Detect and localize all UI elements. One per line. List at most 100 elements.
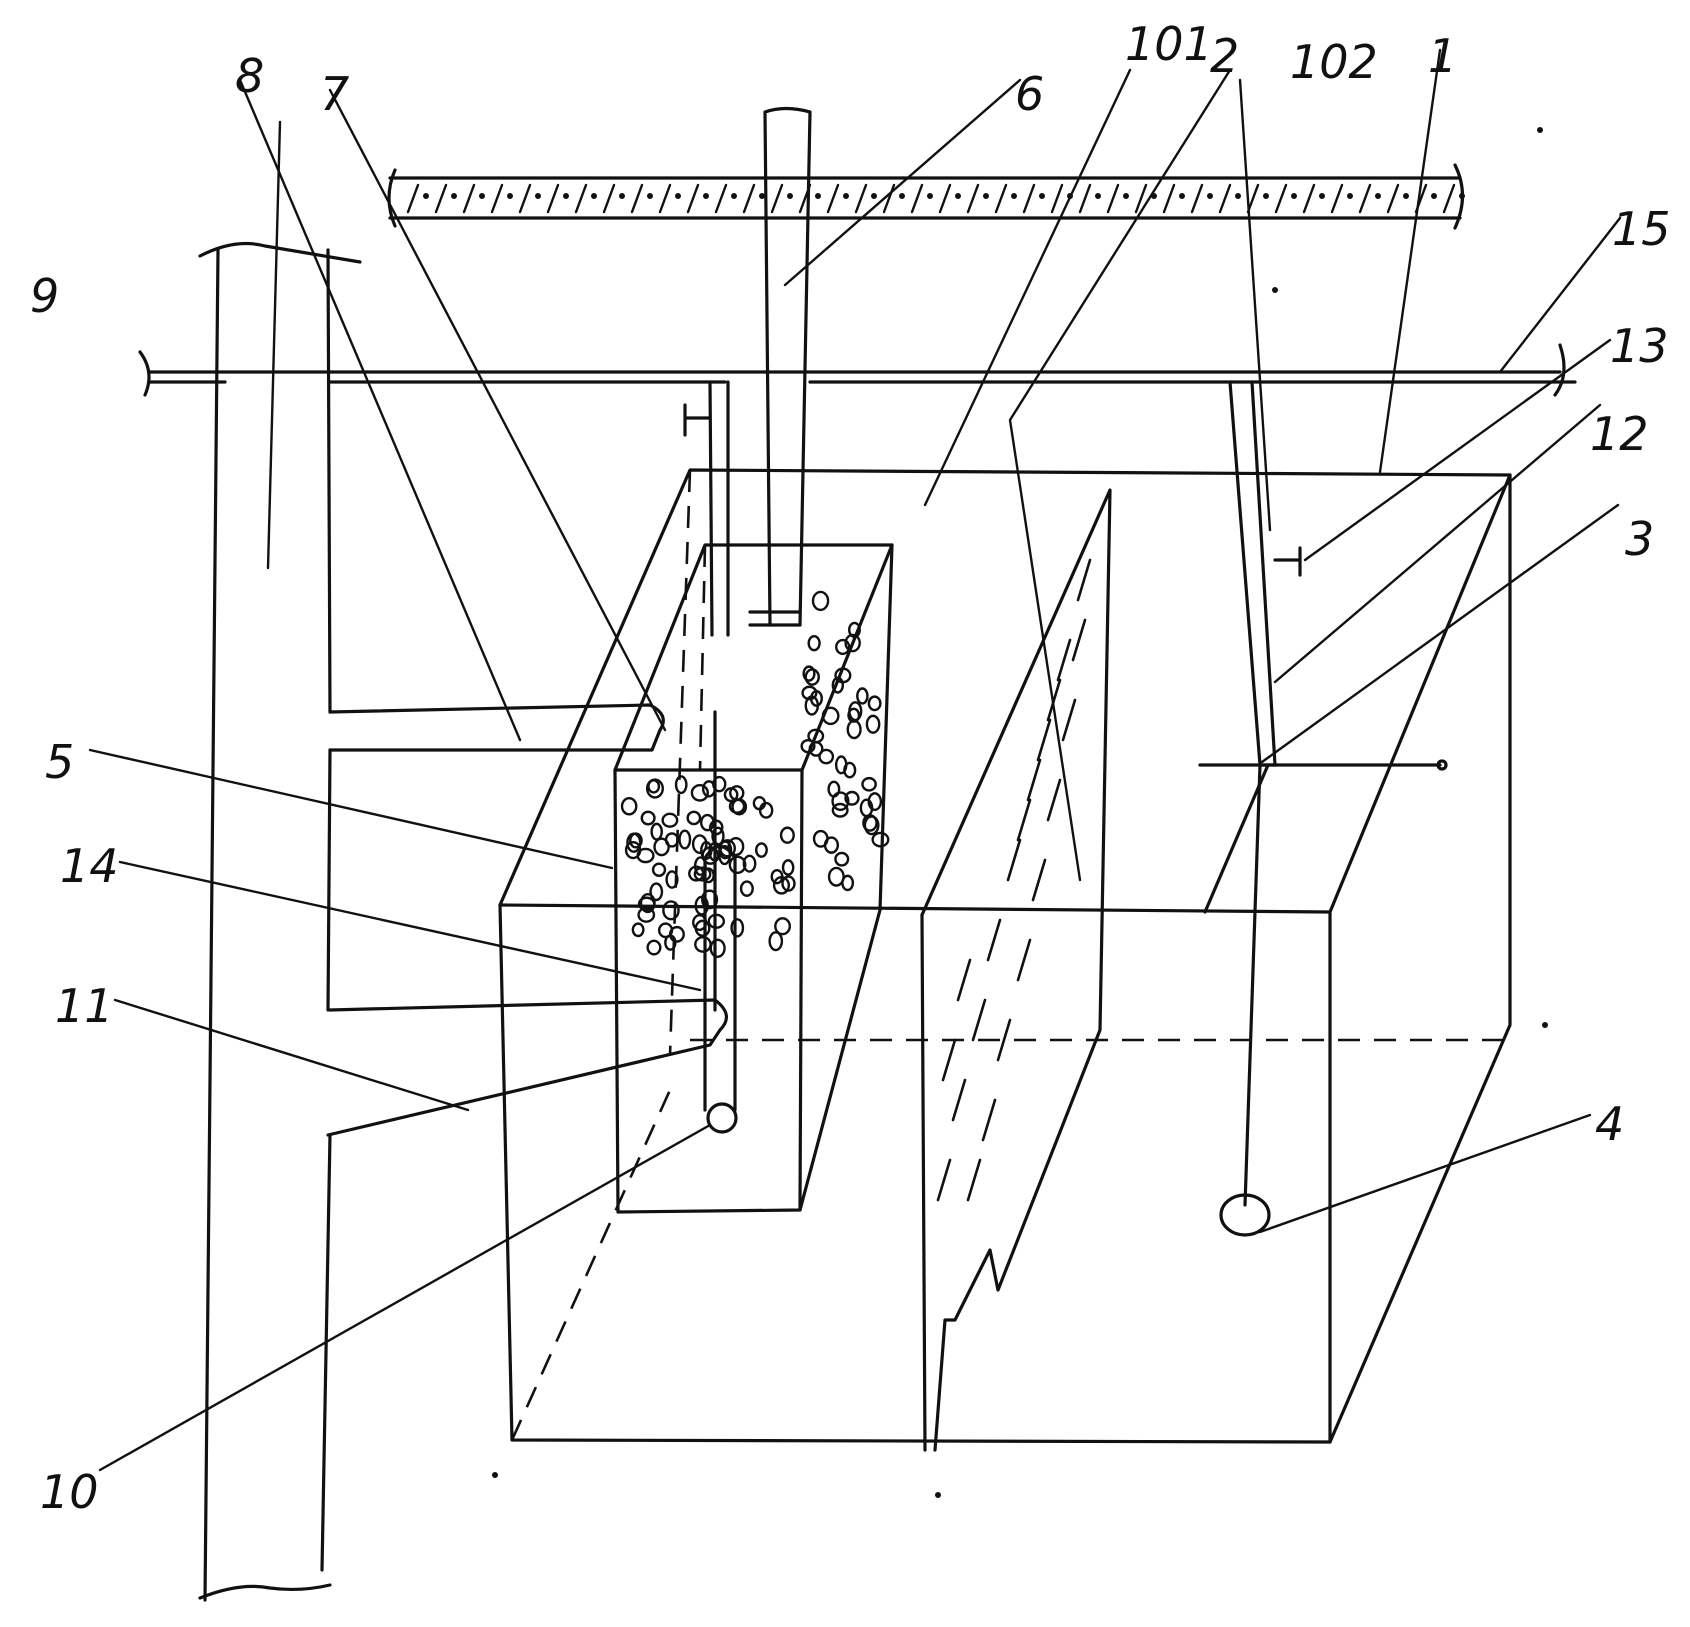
slab-hatch-line (1302, 183, 1316, 214)
slab-hatch-dot (619, 193, 625, 199)
pebble (730, 918, 745, 938)
slab-hatch-dot (675, 193, 681, 199)
plate-hatch-line (981, 1098, 997, 1142)
slab-hatch-line (602, 183, 616, 214)
pebble (662, 900, 680, 921)
pebble (846, 719, 862, 740)
pebble (701, 780, 717, 798)
plate-hatch-line (966, 1158, 982, 1202)
slab-hatch-line (938, 183, 952, 214)
plate-hatch-line (1016, 798, 1032, 842)
label-7: 7 (320, 67, 349, 121)
slab-hatch-line (1022, 183, 1036, 214)
pebble (865, 714, 881, 734)
slab-hatch-dot (507, 193, 513, 199)
slab-hatch-dot (703, 193, 709, 199)
pebble (801, 685, 818, 701)
label-12: 12 (1590, 407, 1649, 461)
slab-hatch-line (1078, 183, 1092, 214)
pebble (693, 866, 712, 882)
pebble (758, 801, 774, 819)
label-5: 5 (45, 735, 74, 789)
pebble (688, 865, 705, 882)
slab-hatch-dot (563, 193, 569, 199)
slab-hatch-line (1274, 183, 1288, 214)
slab-hatch-dot (535, 193, 541, 199)
slab-hatch-line (1134, 183, 1148, 214)
slab-hatch-dot (843, 193, 849, 199)
label-8: 8 (235, 49, 264, 103)
scan-dots (492, 127, 1548, 1498)
pebble (690, 783, 709, 802)
slab-hatch-dot (423, 193, 429, 199)
inlet-pipe (1198, 380, 1448, 1237)
slab-hatch-dot (1039, 193, 1045, 199)
label-15: 15 (1612, 202, 1671, 256)
pebble (818, 748, 835, 765)
plate-hatch-line (1046, 778, 1062, 822)
riser-pipe-14 (703, 844, 738, 1134)
slab-hatch-dot (759, 193, 765, 199)
pebble (835, 638, 851, 656)
plate-hatch-line (1056, 638, 1072, 682)
pebble (664, 832, 680, 848)
slab-hatch-line (462, 183, 476, 214)
slab-hatch-dot (1431, 193, 1437, 199)
slab-hatch-dot (787, 193, 793, 199)
pebble (781, 875, 796, 892)
pebble (821, 706, 840, 726)
pebble (651, 862, 667, 877)
plate-hatch-line (1071, 618, 1087, 662)
slab-hatch-dot (815, 193, 821, 199)
plate-hatch-line (1016, 938, 1032, 982)
slab-hatch-dot (1319, 193, 1325, 199)
ceiling-slab (387, 163, 1465, 230)
slab-hatch-dot (1291, 193, 1297, 199)
slab-hatch-line (854, 183, 868, 214)
pebble (639, 892, 656, 914)
slab-hatch-line (742, 183, 756, 214)
pebble (691, 834, 708, 855)
slab-hatch-dot (1123, 193, 1129, 199)
plate-hatch-line (1036, 718, 1052, 762)
pebble (661, 812, 679, 828)
pebble (709, 819, 724, 836)
pebble (727, 836, 745, 857)
slab-hatch-dot (1459, 193, 1465, 199)
pebble (861, 776, 877, 792)
label-1: 1 (1428, 29, 1457, 83)
pebble (844, 633, 861, 653)
slab-hatch-line (882, 183, 896, 214)
pebble (831, 791, 850, 811)
pebble (859, 798, 874, 818)
pebble (863, 815, 880, 836)
pebble (640, 810, 656, 826)
slab-hatch-line (574, 183, 588, 214)
slab-hatch-line (994, 183, 1008, 214)
slab-hatch-dot (871, 193, 877, 199)
pebble (701, 889, 719, 910)
label-4: 4 (1595, 1097, 1624, 1151)
pebble (701, 846, 720, 865)
pebble (774, 917, 792, 936)
slab-hatch-dot (983, 193, 989, 199)
slab-hatch-line (1190, 183, 1204, 214)
plate-hatch-line (986, 918, 1002, 962)
pebble (800, 738, 816, 754)
slab-hatch-line (1218, 183, 1232, 214)
slab-hatch-dot (927, 193, 933, 199)
slab-hatch-dot (1207, 193, 1213, 199)
leader-lines (88, 48, 1622, 1472)
slab-hatch-dot (1263, 193, 1269, 199)
pipe-6 (748, 106, 812, 627)
pebble (844, 790, 860, 806)
pebble (809, 689, 823, 707)
label-6: 6 (1015, 67, 1044, 121)
slab-hatch-line (434, 183, 448, 214)
slab-hatch-line (826, 183, 840, 214)
pebble (728, 798, 746, 814)
pebble (827, 780, 841, 798)
pebble (831, 802, 849, 818)
slab-hatch-dot (899, 193, 905, 199)
